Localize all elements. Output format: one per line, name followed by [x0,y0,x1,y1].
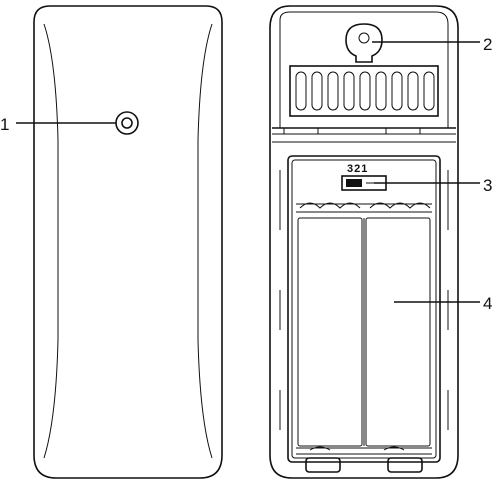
back-housing-outline [269,5,459,479]
back-view: 321 [269,5,459,479]
vent-slots [295,71,435,111]
battery-cell-right [365,217,431,447]
cover-hinge [272,127,456,143]
battery-contacts-bottom [296,446,432,455]
foot-left [305,457,341,473]
battery-cell-left [297,217,363,447]
vent-slot [311,71,323,111]
vent-slot [359,71,371,111]
front-housing-left-contour [43,23,59,459]
vent-slot [407,71,419,111]
battery-contacts-top [296,202,432,213]
vent-slot [423,71,435,111]
vent-slot [375,71,387,111]
vent-grille-frame [289,65,439,117]
front-housing-outline [33,5,223,479]
callout-1: 1 [0,115,116,134]
channel-switch-label: 321 [347,163,368,175]
battery-compartment [287,155,441,463]
vent-slot [343,71,355,111]
front-sensor-lens-outer [115,111,139,135]
foot-right [387,457,423,473]
battery-compartment-inner [291,159,437,459]
back-housing-inner-outline [279,11,449,129]
hanging-hole-pin [358,32,370,44]
callout-3: 3 [374,176,492,195]
callout-3-number: 3 [483,176,492,195]
channel-slide-switch-knob[interactable] [346,179,362,187]
vent-slot [295,71,307,111]
callout-1-number: 1 [0,115,9,134]
front-view [33,5,223,479]
callout-2-number: 2 [483,35,492,54]
callout-4: 4 [394,294,492,313]
vent-slot [327,71,339,111]
vent-slot [391,71,403,111]
callout-2: 2 [372,35,492,54]
front-sensor-lens-inner [121,117,133,129]
front-housing-right-contour [197,23,213,459]
callout-4-number: 4 [483,294,492,313]
